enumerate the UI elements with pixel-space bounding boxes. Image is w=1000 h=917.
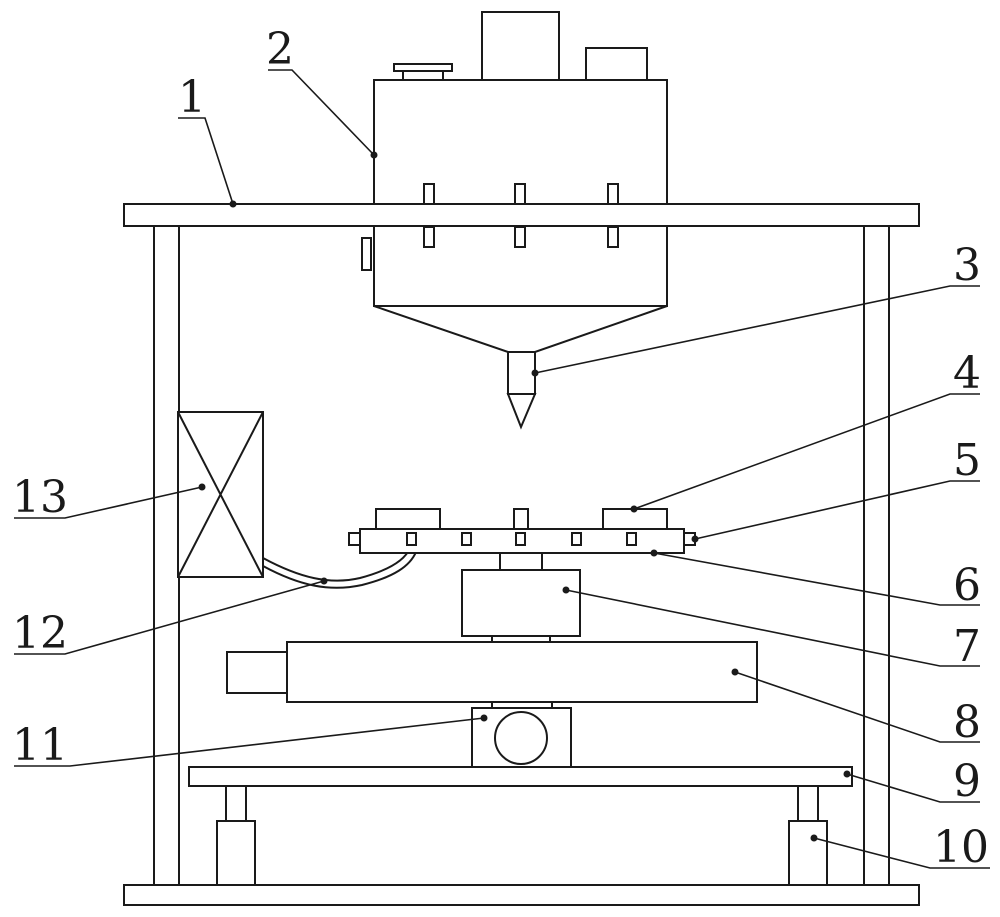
right-frame-post bbox=[864, 226, 889, 886]
mold-bolt bbox=[627, 533, 636, 545]
part-label-9: 9 bbox=[953, 756, 981, 807]
roller-wheel bbox=[495, 712, 547, 764]
nozzle bbox=[508, 352, 535, 427]
left-frame-post bbox=[154, 226, 179, 886]
hopper-lid-neck bbox=[403, 71, 443, 80]
damper-body-right bbox=[789, 821, 827, 885]
part-label-8: 8 bbox=[953, 697, 981, 748]
actuator-end-cap bbox=[227, 652, 287, 693]
mold-side-bolt bbox=[349, 533, 360, 545]
leader-line-8 bbox=[735, 672, 980, 742]
electrical-box bbox=[178, 412, 263, 577]
mold-bolt bbox=[407, 533, 416, 545]
leader-dot-10 bbox=[811, 835, 818, 842]
hopper-small-box bbox=[586, 48, 647, 80]
leader-dot-1 bbox=[230, 201, 237, 208]
hopper-stud bbox=[608, 184, 618, 204]
mold-bolt bbox=[516, 533, 525, 545]
leader-dot-3 bbox=[532, 370, 539, 377]
hopper-lid-cap bbox=[394, 64, 452, 71]
motor-shaft-block bbox=[500, 553, 542, 570]
hopper-stud bbox=[608, 227, 618, 247]
hopper-stud bbox=[424, 184, 434, 204]
mold-bolt bbox=[572, 533, 581, 545]
motor-body bbox=[462, 570, 580, 636]
part-label-5: 5 bbox=[953, 435, 981, 486]
mold-clamp-left bbox=[376, 509, 440, 529]
hopper-stud bbox=[424, 227, 434, 247]
damper-rod-right bbox=[798, 786, 818, 821]
nozzle-tip bbox=[508, 394, 535, 427]
leader-dot-4 bbox=[631, 506, 638, 513]
leader-dot-2 bbox=[371, 152, 378, 159]
hopper-side-knob bbox=[362, 238, 371, 270]
base-plate bbox=[124, 885, 919, 905]
roller-block bbox=[472, 702, 571, 767]
hopper-stud bbox=[515, 227, 525, 247]
leader-line-2 bbox=[268, 70, 374, 155]
part-label-3: 3 bbox=[953, 240, 981, 291]
leader-line-5 bbox=[695, 481, 980, 539]
part-label-10: 10 bbox=[933, 822, 989, 873]
mold-center-pin bbox=[514, 509, 528, 529]
hopper-cone bbox=[374, 306, 667, 352]
leader-dot-13 bbox=[199, 484, 206, 491]
rotation-motor bbox=[462, 553, 580, 642]
leader-line-6 bbox=[654, 553, 980, 605]
part-label-1: 1 bbox=[178, 72, 206, 123]
part-label-12: 12 bbox=[12, 608, 68, 659]
leader-dot-9 bbox=[844, 771, 851, 778]
leader-dot-5 bbox=[692, 536, 699, 543]
nozzle-body bbox=[508, 352, 535, 394]
leader-line-11 bbox=[14, 718, 484, 766]
part-label-4: 4 bbox=[953, 348, 981, 399]
hopper-stud bbox=[515, 184, 525, 204]
hopper-tank bbox=[362, 12, 667, 352]
part-label-13: 13 bbox=[12, 472, 68, 523]
part-label-7: 7 bbox=[953, 621, 981, 672]
leader-line-1 bbox=[178, 118, 233, 204]
part-label-11: 11 bbox=[12, 720, 68, 771]
part-label-6: 6 bbox=[953, 560, 981, 611]
part-label-2: 2 bbox=[266, 24, 294, 75]
damper-rod-left bbox=[226, 786, 246, 821]
leader-dot-6 bbox=[651, 550, 658, 557]
mold-plate-assembly bbox=[349, 509, 695, 553]
linear-actuator bbox=[227, 642, 757, 702]
leader-dot-7 bbox=[563, 587, 570, 594]
damper-legs bbox=[217, 786, 827, 885]
damper-body-left bbox=[217, 821, 255, 885]
leader-line-4 bbox=[634, 394, 980, 509]
top-plate bbox=[124, 204, 919, 226]
leader-dot-8 bbox=[732, 669, 739, 676]
hopper-motor-box bbox=[482, 12, 559, 80]
mold-bolt bbox=[462, 533, 471, 545]
leader-dot-12 bbox=[321, 578, 328, 585]
actuator-rail bbox=[287, 642, 757, 702]
support-plate bbox=[189, 767, 852, 786]
leader-dot-11 bbox=[481, 715, 488, 722]
